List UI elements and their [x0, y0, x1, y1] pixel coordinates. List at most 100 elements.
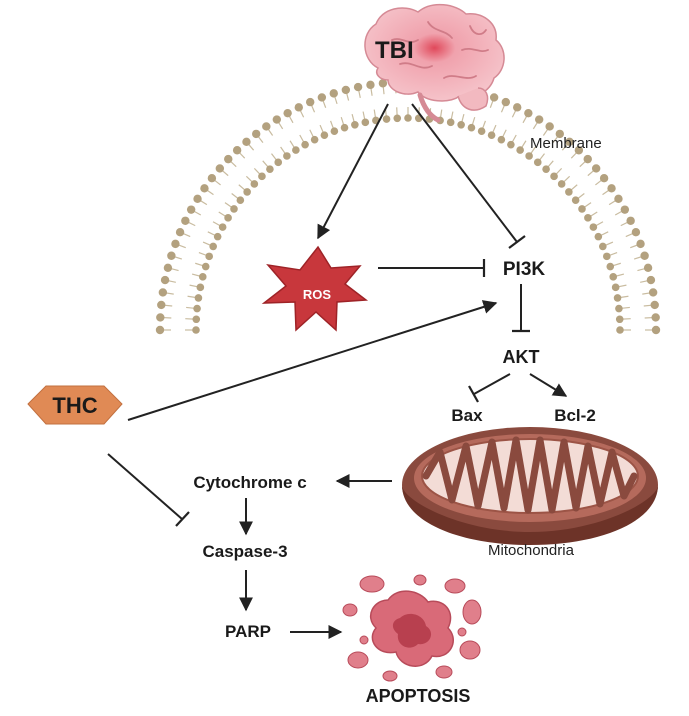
lipid-head — [200, 184, 209, 193]
lipid-head — [489, 93, 499, 102]
lipid-head — [651, 313, 660, 322]
lipid-head — [497, 135, 506, 144]
lipid-head — [175, 227, 185, 237]
lipid-head — [525, 152, 533, 160]
lipid-head — [614, 194, 623, 204]
lipid-head — [609, 273, 618, 281]
lipid-head — [533, 158, 542, 167]
lipid-head — [557, 180, 566, 188]
mitochondria-icon — [402, 427, 658, 545]
lipid-head — [501, 97, 511, 107]
lipid-head — [163, 263, 173, 273]
lipid-head — [616, 326, 624, 334]
cell-membrane — [155, 77, 661, 335]
lipid-head — [594, 232, 603, 241]
lipid-head — [193, 194, 202, 204]
lipid-head — [603, 252, 611, 261]
lipid-head — [516, 146, 524, 154]
lipid-head — [156, 313, 165, 322]
lipid-head — [578, 205, 586, 213]
lipid-head — [157, 300, 166, 310]
lipid-head — [382, 115, 391, 123]
lipid-head — [550, 172, 558, 181]
lipid-head — [215, 164, 225, 173]
lipid-head — [317, 93, 327, 102]
lipid-head — [236, 196, 245, 205]
mitochondria-label: Mitochondria — [488, 542, 575, 559]
lipid-head — [274, 158, 283, 167]
pi3k-label: PI3K — [503, 259, 546, 280]
lipid-head — [487, 131, 496, 139]
lipid-head — [599, 242, 607, 251]
lipid-head — [457, 120, 465, 129]
lipid-head — [192, 315, 201, 324]
lipid-head — [205, 252, 213, 261]
lipid-head — [534, 115, 544, 124]
parp-label: PARP — [225, 622, 271, 641]
lipid-head — [607, 184, 616, 193]
lipid-head — [213, 232, 222, 241]
lipid-head — [467, 123, 476, 132]
lipid-head — [155, 325, 165, 335]
lipid-head — [542, 165, 550, 173]
lipid-head — [555, 129, 565, 139]
lipid-head — [194, 294, 203, 302]
tbi-inhibits-pi3k-line — [411, 103, 518, 243]
lipid-head — [232, 146, 242, 155]
lipid-head — [340, 123, 349, 132]
lipid-head — [320, 131, 329, 139]
lipid-head — [196, 283, 205, 292]
lipid-head — [250, 180, 259, 188]
lipid-head — [301, 140, 309, 149]
apoptotic-cell-icon — [342, 574, 482, 682]
lipid-head — [310, 135, 319, 144]
lipid-head — [294, 103, 303, 112]
lipid-head — [640, 251, 649, 260]
akt-label: AKT — [503, 347, 540, 367]
lipid-head — [404, 114, 412, 122]
bax-label: Bax — [451, 406, 483, 425]
lipid-head — [243, 188, 251, 196]
lipid-head — [224, 154, 233, 164]
tbi-label: TBI — [375, 37, 414, 64]
thc-hexagon — [27, 385, 123, 425]
lipid-head — [643, 263, 653, 273]
lipid-head — [262, 122, 271, 131]
lipid-head — [565, 137, 574, 147]
lipid-head — [224, 214, 232, 222]
lipid-head — [251, 129, 261, 139]
apoptosis-label: APOPTOSIS — [366, 686, 471, 706]
lipid-head — [167, 251, 176, 260]
lipid-head — [513, 103, 522, 112]
lipid-head — [615, 315, 624, 324]
ros-label: ROS — [303, 287, 332, 302]
lipid-head — [193, 304, 201, 313]
lipid-head — [591, 164, 601, 173]
lipid-head — [524, 108, 533, 118]
lipid-head — [201, 262, 210, 271]
lipid-head — [272, 115, 282, 124]
akt-to-bcl2-arrow — [529, 373, 568, 397]
lipid-head — [218, 223, 227, 231]
lipid-head — [651, 325, 661, 335]
lipid-head — [507, 140, 515, 149]
lipid-head — [378, 79, 388, 88]
lipid-head — [631, 227, 641, 237]
thc-inhibits-caspase3-bar — [175, 511, 190, 527]
lipid-head — [589, 223, 598, 231]
lipid-head — [611, 283, 620, 292]
lipid-head — [283, 152, 291, 160]
thc-to-pi3k-arrow — [127, 300, 498, 421]
tbi-inhibits-pi3k-bar — [508, 235, 526, 249]
thc-inhibits-caspase3-line — [107, 453, 183, 520]
akt-inhibits-bax-line — [473, 373, 511, 395]
lipid-head — [158, 288, 168, 297]
lipid-head — [571, 196, 580, 205]
lipid-head — [207, 173, 217, 183]
lipid-head — [636, 239, 645, 249]
lipid-head — [615, 304, 623, 313]
lipid-head — [160, 275, 170, 285]
lipid-head — [393, 114, 402, 123]
lipid-head — [230, 205, 238, 213]
